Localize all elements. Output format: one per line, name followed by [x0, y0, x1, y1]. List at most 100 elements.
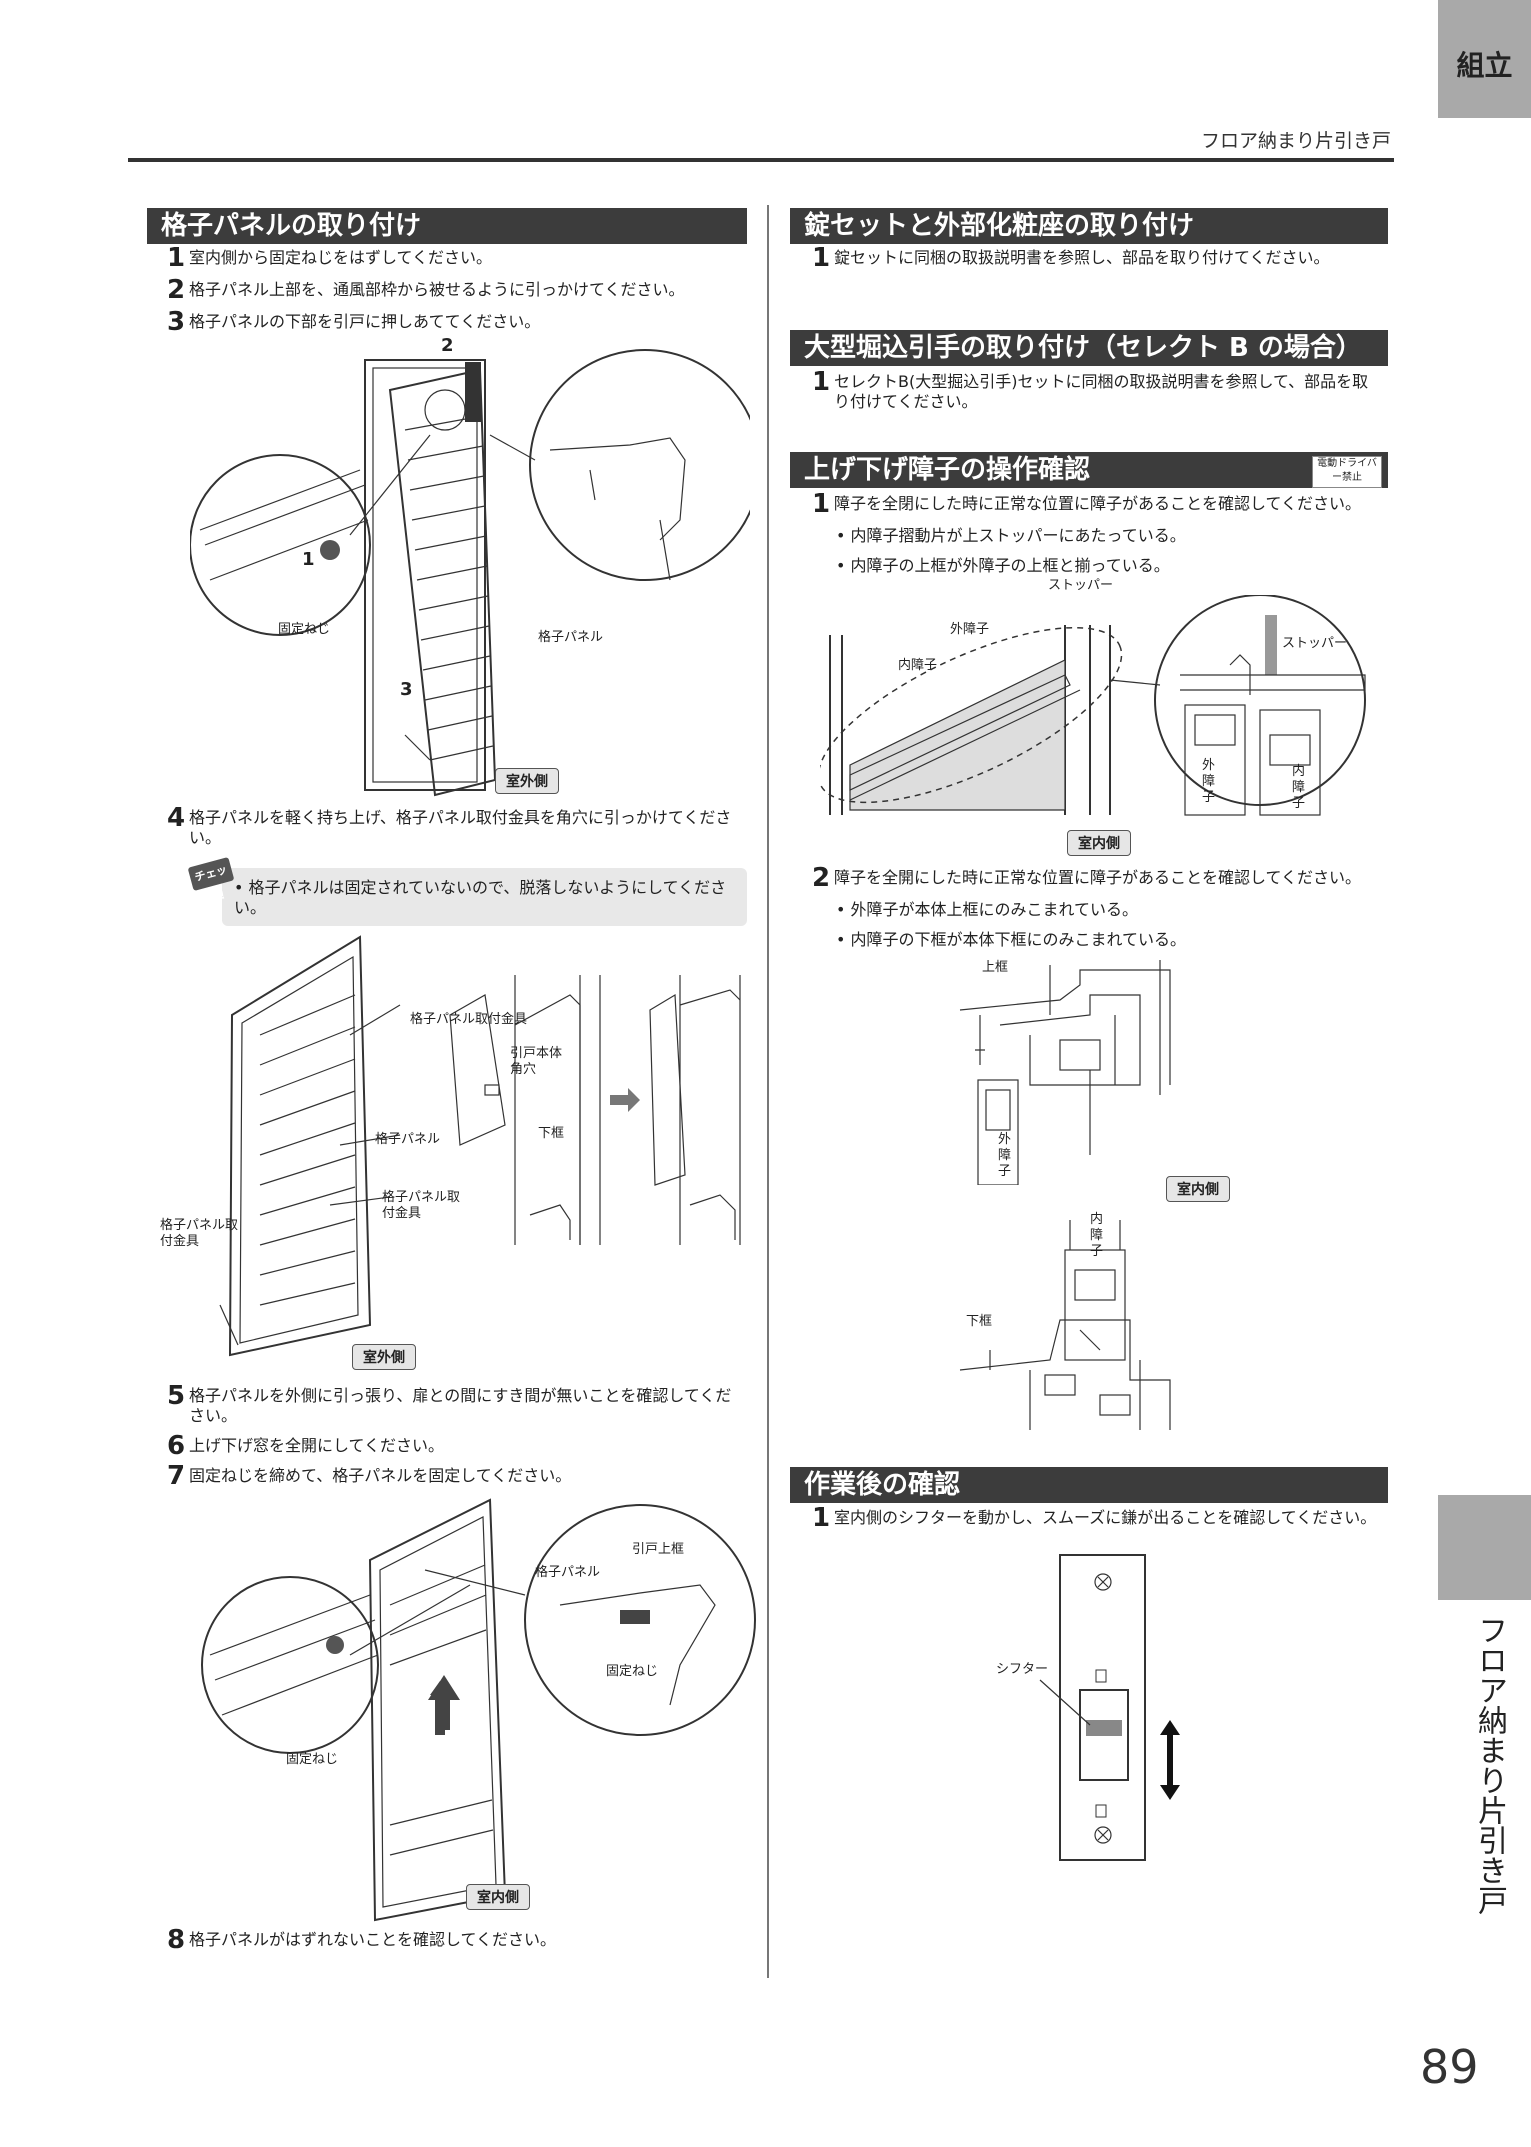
step-text: 格子パネル上部を、通風部枠から被せるように引っかけてください。 — [189, 280, 685, 299]
figure-shifter — [1039, 1554, 1180, 1861]
side-label: フロア納まり片引き戸 — [1472, 1615, 1507, 1915]
badge-indoor-side: 室内側 — [466, 1884, 530, 1910]
badge-outdoor-side: 室外側 — [495, 768, 559, 794]
label-inner-sash: 内障子 — [898, 658, 938, 673]
label-stopper-right: ストッパー — [1282, 636, 1348, 651]
callout-1: 1 — [302, 549, 315, 570]
step-text: 格子パネルを軽く持ち上げ、格子パネル取付金具を角穴に引っかけてください。 — [189, 808, 732, 847]
bullet-text: 内障子摺動片が上ストッパーにあたっている。 — [850, 526, 1186, 545]
figure-stopper — [820, 595, 1366, 816]
category-tab: 組立 — [1438, 0, 1531, 118]
step-text: セレクトB(大型掘込引手)セットに同梱の取扱説明書を参照して、部品を取り付けてく… — [834, 372, 1369, 411]
badge-outdoor-side-2: 室外側 — [352, 1344, 416, 1370]
step-text: 障子を全開にした時に正常な位置に障子があることを確認してください。 — [834, 868, 1362, 887]
step-number: 8 — [167, 1925, 186, 1955]
label-outer-sash-v2: 外障子 — [998, 1132, 1012, 1179]
label-lower-frame: 下框 — [538, 1126, 565, 1141]
badge-indoor-side-2: 室内側 — [1067, 830, 1131, 856]
label-inner-sash-v: 内障子 — [1292, 764, 1306, 811]
bullet-text: 外障子が本体上框にのみこまれている。 — [850, 900, 1139, 919]
figure-fix-screw — [201, 1498, 756, 1922]
figure-top-frame — [959, 960, 1171, 1185]
label-top-frame: 上框 — [982, 960, 1009, 975]
page-number: 89 — [1420, 2040, 1479, 2094]
step-text: 障子を全閉にした時に正常な位置に障子があることを確認してください。 — [834, 494, 1362, 513]
step-number: 5 — [167, 1381, 186, 1411]
no-power-driver-icon: 電動ドライバー禁止 — [1312, 456, 1382, 488]
label-door-top-frame: 引戸上框 — [632, 1542, 685, 1557]
label-shifter: シフター — [996, 1662, 1049, 1677]
section-title-lattice: 格子パネルの取り付け — [147, 208, 747, 244]
step-text: 格子パネルを外側に引っ張り、扉との間にすき間が無いことを確認してください。 — [189, 1386, 732, 1425]
step-number: 6 — [167, 1431, 186, 1461]
step-number: 1 — [812, 243, 831, 273]
bullet-text: 内障子の下框が本体下框にのみこまれている。 — [850, 930, 1187, 949]
step-number: 3 — [167, 307, 186, 337]
label-hole: 引戸本体角穴 — [510, 1046, 563, 1077]
label-stopper-top: ストッパー — [1048, 578, 1114, 593]
bullet-op-1: • 内障子摺動片が上ストッパーにあたっている。 — [836, 526, 1186, 545]
category-tab-label: 組立 — [1456, 49, 1513, 82]
page-subtitle: フロア納まり片引き戸 — [1200, 130, 1391, 152]
bullet-op-3: • 外障子が本体上框にのみこまれている。 — [836, 900, 1139, 919]
step-text: 上げ下げ窓を全開にしてください。 — [189, 1436, 445, 1455]
step-text: 室内側から固定ねじをはずしてください。 — [189, 248, 493, 267]
column-divider — [767, 205, 769, 1978]
step-text: 格子パネルの下部を引戸に押しあててください。 — [189, 312, 541, 331]
callout-3: 3 — [400, 679, 413, 700]
label-fixing-screw: 固定ねじ — [278, 622, 331, 637]
check-text-body: 格子パネルは固定されていないので、脱落しないようにしてください。 — [234, 878, 727, 917]
bullet-op-2: • 内障子の上框が外障子の上框と揃っている。 — [836, 556, 1170, 575]
step-number: 1 — [812, 1503, 831, 1533]
step-number: 4 — [167, 803, 186, 833]
bullet-text: 内障子の上框が外障子の上框と揃っている。 — [850, 556, 1170, 575]
step-number: 1 — [812, 367, 831, 397]
section-title-after-work: 作業後の確認 — [790, 1467, 1388, 1503]
label-screw-left: 固定ねじ — [286, 1752, 339, 1767]
section-title-operation: 上げ下げ障子の操作確認 — [790, 452, 1388, 488]
label-bracket-left: 格子パネル取付金具 — [160, 1218, 239, 1249]
step-number: 7 — [167, 1461, 186, 1491]
step-number: 2 — [167, 275, 186, 305]
step-text: 固定ねじを締めて、格子パネルを固定してください。 — [189, 1466, 572, 1485]
section-title-handle: 大型堀込引手の取り付け（セレクト B の場合） — [790, 330, 1388, 366]
callout-2: 2 — [441, 335, 454, 356]
section-title-lock: 錠セットと外部化粧座の取り付け — [790, 208, 1388, 244]
bullet-op-4: • 内障子の下框が本体下框にのみこまれている。 — [836, 930, 1187, 949]
label-panel-fig3: 格子パネル — [535, 1565, 601, 1580]
badge-indoor-side-3: 室内側 — [1166, 1176, 1230, 1202]
label-outer-sash: 外障子 — [950, 622, 990, 637]
label-screw-right: 固定ねじ — [606, 1664, 659, 1679]
step-text: 錠セットに同梱の取扱説明書を参照し、部品を取り付けてください。 — [834, 248, 1330, 267]
step-number: 1 — [167, 243, 186, 273]
step-number: 1 — [812, 489, 831, 519]
step-text: 室内側のシフターを動かし、スムーズに鎌が出ることを確認してください。 — [834, 1508, 1377, 1527]
check-text: • 格子パネルは固定されていないので、脱落しないようにしてください。 — [234, 878, 727, 917]
step-number: 2 — [812, 863, 831, 893]
figure-bracket-hole — [219, 935, 741, 1357]
figure-bottom-frame — [959, 1220, 1171, 1430]
header-rule — [128, 158, 1394, 162]
label-inner-sash-v2: 内障子 — [1090, 1212, 1104, 1259]
label-bracket-top: 格子パネル取付金具 — [410, 1012, 528, 1027]
label-panel-fig2: 格子パネル — [375, 1132, 441, 1147]
side-tab — [1438, 1495, 1531, 1600]
label-outer-sash-v: 外障子 — [1202, 758, 1216, 805]
figure-lattice-hook — [190, 349, 750, 797]
label-bracket-mid: 格子パネル取付金具 — [382, 1190, 461, 1221]
label-bottom-frame: 下框 — [966, 1314, 993, 1329]
step-text: 格子パネルがはずれないことを確認してください。 — [189, 1930, 557, 1949]
